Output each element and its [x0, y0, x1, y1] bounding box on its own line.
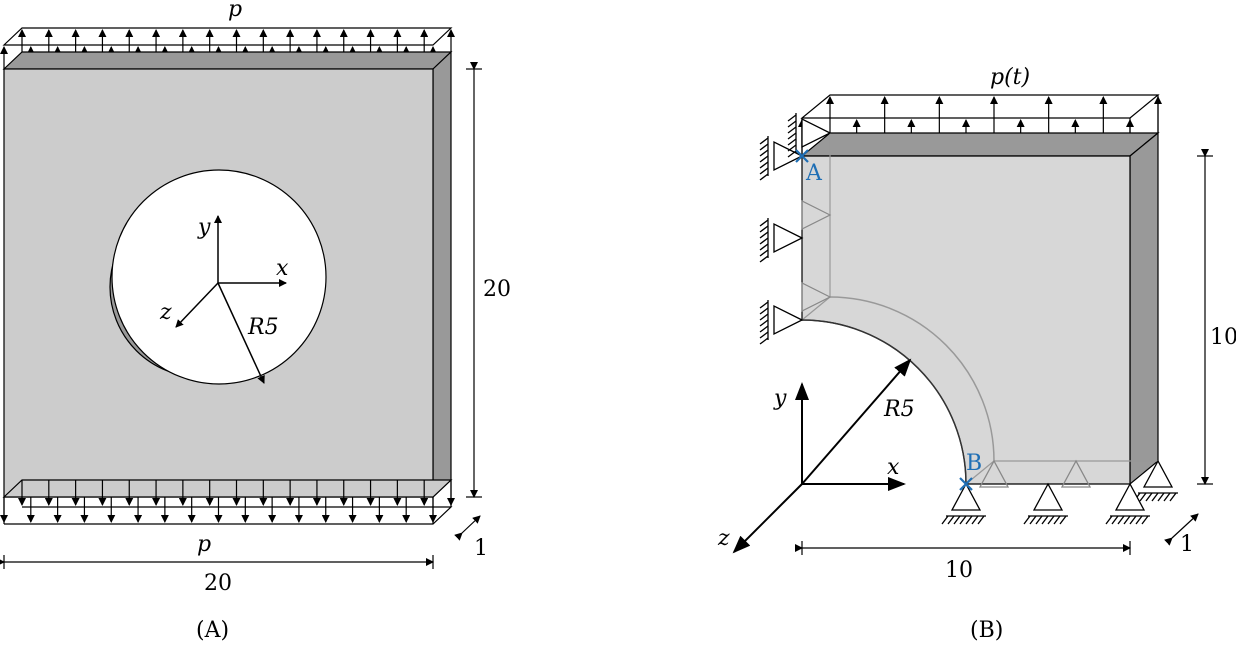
roller-support — [1060, 459, 1092, 488]
height-dim-label-b: 10 — [1210, 325, 1236, 350]
point-a-marker — [795, 149, 809, 163]
roller-support — [759, 136, 804, 181]
caption-a: (A) — [196, 618, 229, 643]
quarter-front-face — [801, 155, 1131, 485]
radius-label-b: R5 — [883, 397, 915, 422]
point-b-marker — [959, 477, 973, 491]
height-dim-label-a: 20 — [483, 277, 511, 302]
depth-dim-line-a — [454, 515, 481, 541]
axis-y-label-a: y — [197, 215, 211, 240]
bottom-load-band — [0, 479, 455, 525]
axis-x-label-b: x — [887, 455, 900, 480]
hole — [111, 169, 327, 385]
axis-y-label-b: y — [773, 386, 787, 411]
radius-label-a: R5 — [247, 315, 279, 340]
panel-a: y x z R5 p p 20 20 1 (A) — [0, 0, 511, 643]
plate-top-edge — [2, 51, 453, 70]
load-top-label-a: p — [228, 0, 242, 22]
plate-side-face — [432, 50, 452, 499]
supports — [759, 113, 1178, 525]
axes-b — [732, 358, 912, 554]
load-bottom-label-a: p — [197, 532, 211, 557]
depth-dim-label-b: 1 — [1180, 532, 1194, 557]
depth-dim-label-a: 1 — [474, 536, 488, 561]
point-a-label: A — [805, 161, 823, 186]
roller-support-back — [801, 282, 832, 312]
point-b-label: B — [966, 451, 982, 476]
roller-support — [941, 482, 986, 525]
roller-support — [1023, 482, 1068, 525]
roller-support — [978, 459, 1010, 488]
axis-x-label-a: x — [276, 256, 289, 281]
roller-support — [759, 300, 804, 345]
load-top-label-b: p(t) — [990, 65, 1030, 90]
hole-front-edge — [801, 319, 967, 485]
caption-b: (B) — [970, 618, 1003, 643]
width-dim-label-b: 10 — [945, 558, 973, 583]
width-dim-label-a: 20 — [204, 571, 232, 596]
roller-support — [787, 113, 832, 158]
roller-support — [759, 218, 804, 263]
roller-support-back — [801, 200, 832, 230]
roller-support — [1105, 482, 1150, 525]
axis-z-label-a: z — [159, 300, 172, 325]
axes-a — [175, 215, 287, 384]
quarter-side-face — [1129, 131, 1159, 486]
axis-z-label-b: z — [717, 526, 730, 551]
panel-b: A B y x z R5 p(t) 10 10 1 (B) — [717, 65, 1236, 643]
hole-back-edge — [829, 296, 995, 462]
depth-dim-line-b — [1164, 513, 1199, 546]
quarter-top-edge — [800, 132, 1160, 157]
